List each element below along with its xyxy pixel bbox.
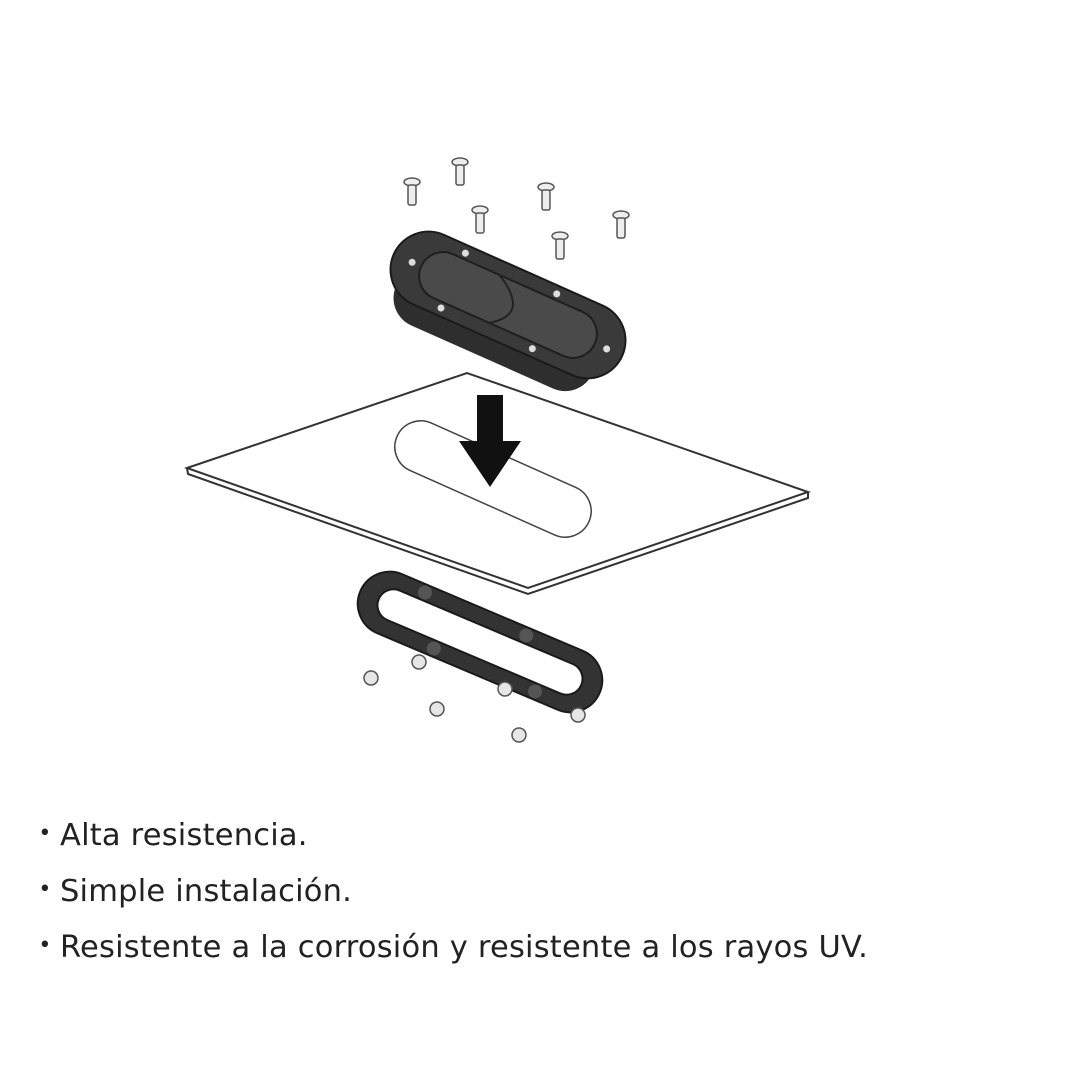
screw-icon [471,205,489,234]
nut-icon [511,727,527,743]
flush-latch [389,230,627,392]
feature-text: Resistente a la corrosión y resistente a… [60,930,869,965]
nut-icon [570,707,586,723]
nuts [363,654,586,743]
feature-item: • Alta resistencia. [30,808,868,864]
backing-ring [356,570,604,714]
screw-icon [551,231,569,260]
feature-text: Alta resistencia. [60,818,308,853]
bullet-icon: • [38,821,52,846]
installation-diagram [183,157,812,743]
screws [403,157,630,260]
bullet-icon: • [38,877,52,902]
screw-icon [612,210,630,239]
feature-item: • Resistente a la corrosión y resistente … [30,920,868,976]
screw-icon [537,182,555,211]
nut-icon [411,654,427,670]
bullet-icon: • [38,933,52,958]
arrow-down-icon [459,395,521,487]
feature-item: • Simple instalación. [30,864,868,920]
feature-text: Simple instalación. [60,874,353,909]
feature-list: •Alta resistencia. •Simple instalación. … [30,808,868,976]
nut-icon [429,701,445,717]
nut-icon [363,670,379,686]
screw-icon [403,177,421,206]
screw-icon [451,157,469,186]
nut-icon [497,681,513,697]
